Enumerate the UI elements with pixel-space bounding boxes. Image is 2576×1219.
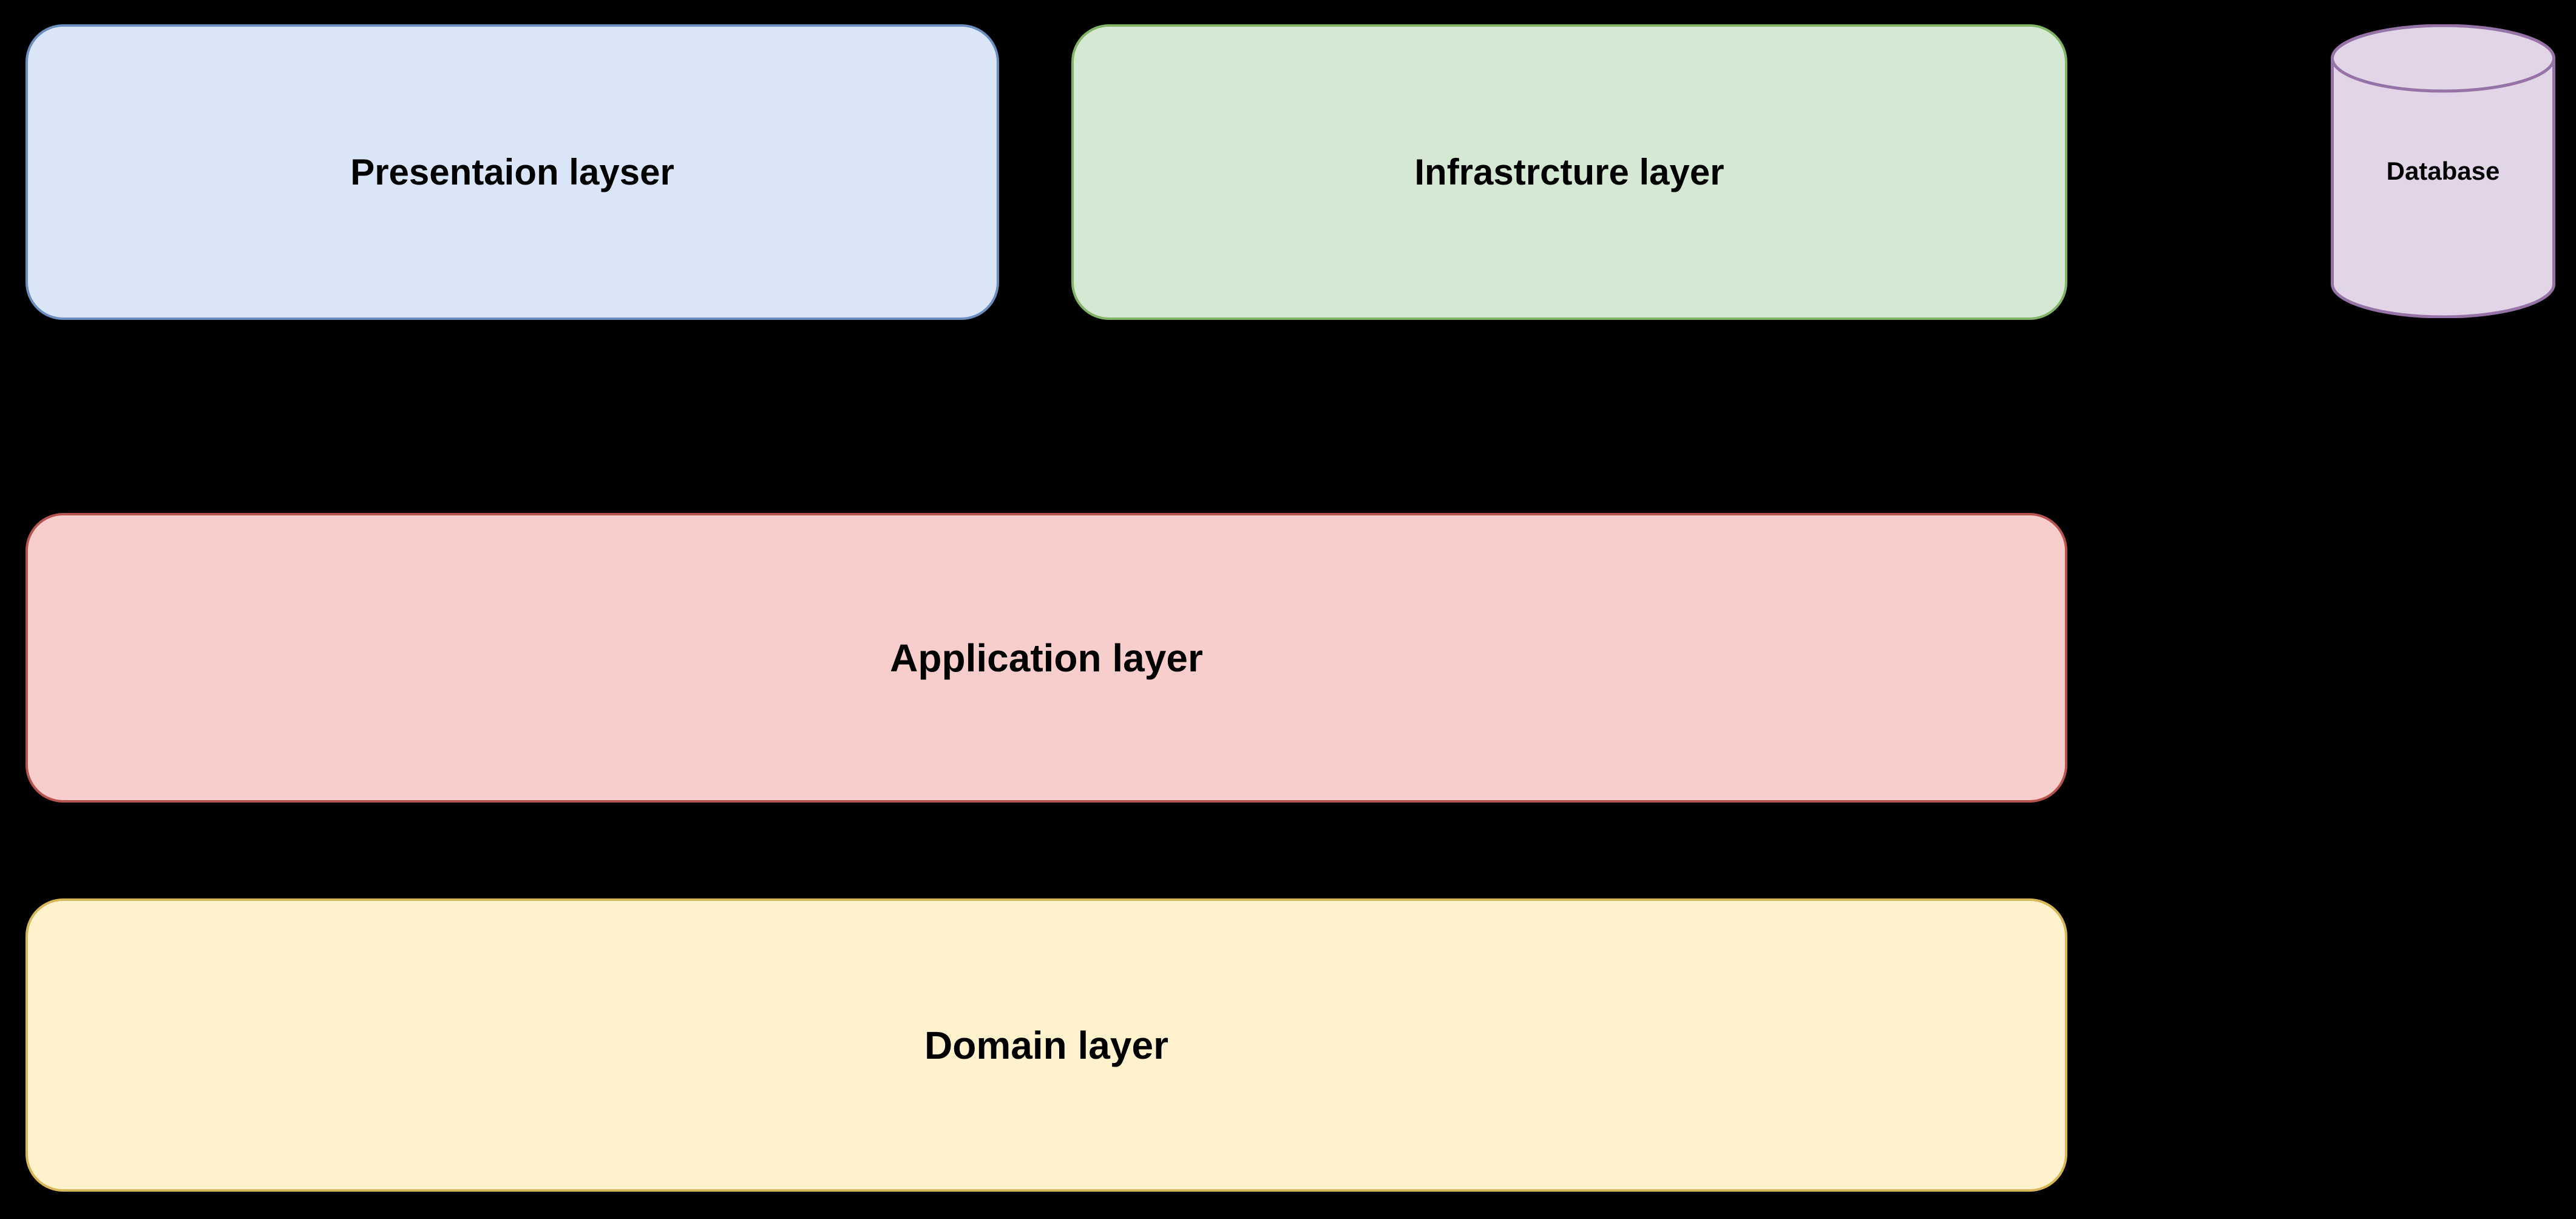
application-layer-label: Application layer — [890, 636, 1203, 680]
presentation-layer-label: Presentaion layser — [350, 151, 674, 192]
domain-layer-label: Domain layer — [924, 1023, 1168, 1067]
domain-layer-box[interactable]: Domain layer — [25, 898, 2067, 1192]
infrastructure-layer-box[interactable]: Infrastrcture layer — [1071, 24, 2067, 320]
database-cylinder-shape — [2331, 24, 2555, 318]
infrastructure-to-database-connector — [2067, 169, 2331, 171]
presentation-layer-box[interactable]: Presentaion layser — [25, 24, 999, 320]
infrastructure-layer-label: Infrastrcture layer — [1414, 151, 1724, 192]
application-layer-box[interactable]: Application layer — [25, 513, 2067, 803]
database-cylinder[interactable]: Database — [2331, 24, 2555, 318]
